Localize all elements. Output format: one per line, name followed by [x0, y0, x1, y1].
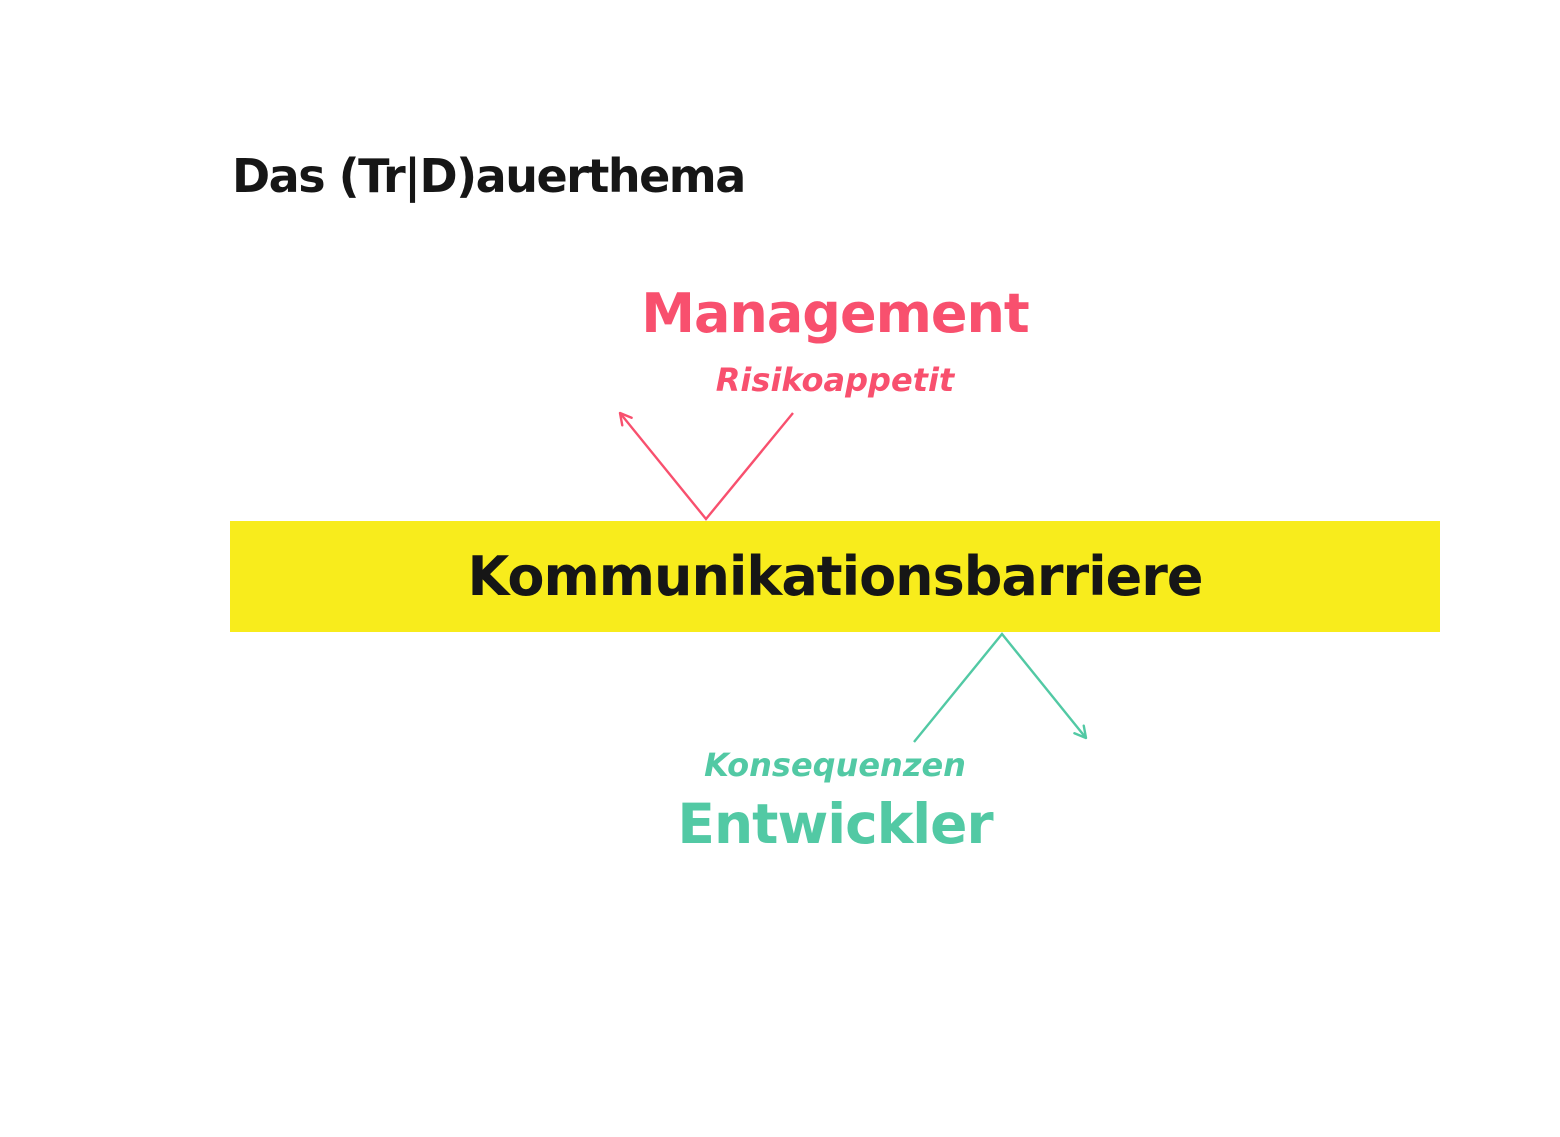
management-bounce-arrow-icon [618, 411, 794, 521]
developer-heading: Entwickler [677, 792, 993, 856]
developer-annotation-konsequenzen: Konsequenzen [704, 746, 966, 784]
developer-bounce-arrow-icon [913, 632, 1088, 743]
management-heading: Management [641, 282, 1029, 345]
management-annotation-risikoappetit: Risikoappetit [715, 361, 955, 399]
communication-barrier-label: Kommunikationsbarriere [467, 545, 1203, 608]
slide-title: Das (Tr|D)auerthema [232, 149, 746, 203]
communication-barrier-bar: Kommunikationsbarriere [230, 521, 1440, 632]
